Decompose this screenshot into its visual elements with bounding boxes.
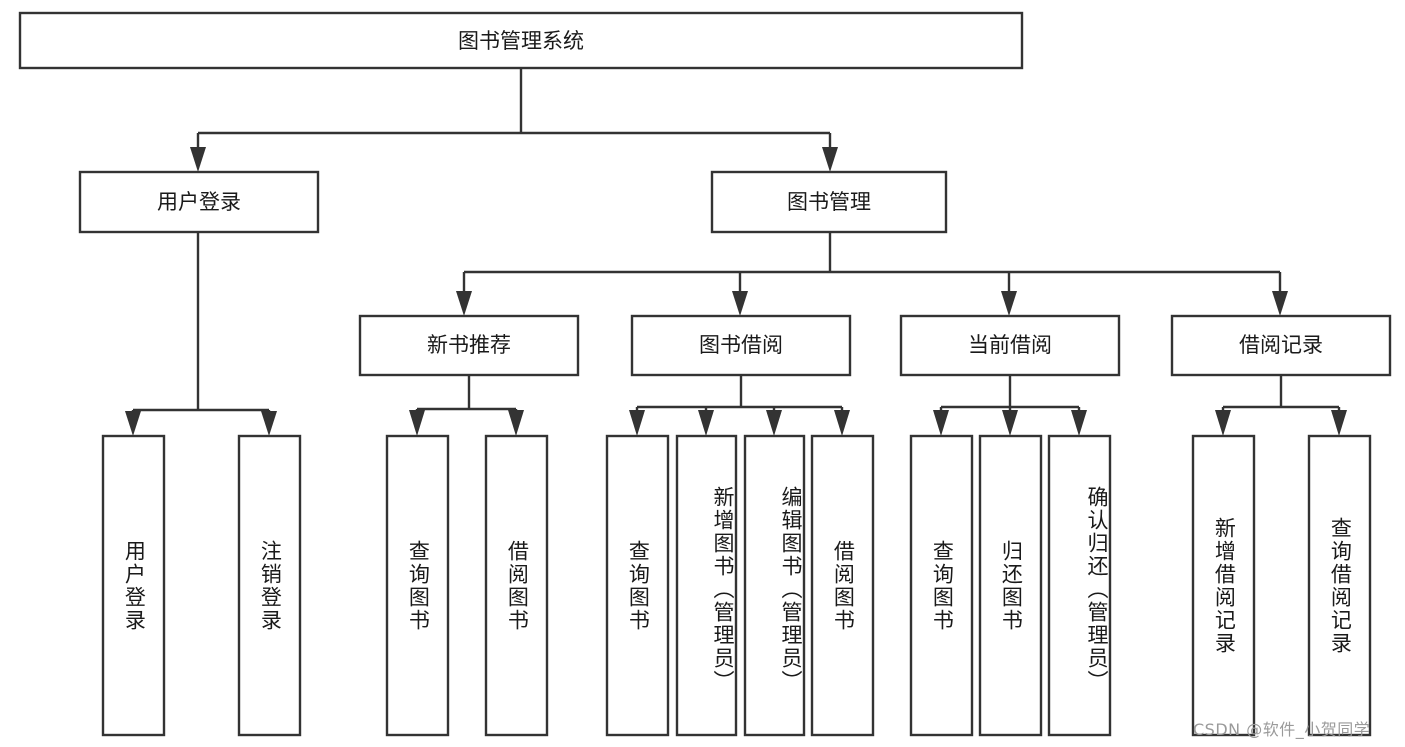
node-root-label: 图书管理系统 xyxy=(458,29,584,53)
node-leaf-borrow-book-1-box[interactable] xyxy=(484,434,549,737)
connector-group-root-to-level1 xyxy=(190,68,838,172)
node-new-book-recommend-label: 新书推荐 xyxy=(427,333,511,357)
node-leaf-edit-book-box[interactable] xyxy=(743,434,806,737)
arrowhead-borrow-record xyxy=(1272,291,1288,316)
arrowhead-leaf-edit-book xyxy=(766,410,782,436)
node-user-login-label: 用户登录 xyxy=(157,190,241,214)
node-leaf-query-book-1-box[interactable] xyxy=(385,434,450,737)
node-leaf-borrow-book-2-box[interactable] xyxy=(810,434,875,737)
connector-group-user-login-to-leaves xyxy=(125,232,277,436)
node-book-borrow[interactable]: 图书借阅 xyxy=(630,314,852,377)
node-book-borrow-label: 图书借阅 xyxy=(699,333,783,357)
node-book-borrow-box[interactable] xyxy=(630,314,852,377)
node-leaf-query-book-2-box[interactable] xyxy=(605,434,670,737)
connector-group-current-borrow-to-leaves xyxy=(933,375,1087,436)
arrowhead-leaf-user-login xyxy=(125,411,141,436)
node-new-book-recommend[interactable]: 新书推荐 xyxy=(358,314,580,377)
connector-group-book-manage-to-level2 xyxy=(456,232,1288,316)
arrowhead-book-manage xyxy=(822,147,838,172)
node-borrow-record[interactable]: 借阅记录 xyxy=(1170,314,1392,377)
node-current-borrow[interactable]: 当前借阅 xyxy=(899,314,1121,377)
node-leaf-user-login-box[interactable] xyxy=(101,434,166,737)
node-new-book-recommend-box[interactable] xyxy=(358,314,580,377)
node-book-manage-label: 图书管理 xyxy=(787,190,871,214)
arrowhead-user-login xyxy=(190,147,206,172)
node-book-manage-box[interactable] xyxy=(710,170,948,234)
node-book-manage[interactable]: 图书管理 xyxy=(710,170,948,234)
node-root-box[interactable] xyxy=(18,11,1024,70)
arrowhead-current-borrow xyxy=(1001,291,1017,316)
arrowhead-book-borrow xyxy=(732,291,748,316)
arrowhead-new-book-recommend xyxy=(456,291,472,316)
csdn-watermark: CSDN @软件_小贺同学 xyxy=(1193,720,1371,739)
arrowhead-leaf-add-book xyxy=(698,410,714,436)
node-root[interactable]: 图书管理系统 xyxy=(18,11,1024,70)
arrowhead-leaf-borrow-book-1 xyxy=(508,410,524,436)
node-user-login[interactable]: 用户登录 xyxy=(78,170,320,234)
arrowhead-leaf-query-book-2 xyxy=(629,410,645,436)
leaf-boxes xyxy=(101,434,1372,737)
node-borrow-record-label: 借阅记录 xyxy=(1239,333,1323,357)
arrowhead-leaf-query-book-3 xyxy=(933,410,949,436)
connector-group-book-borrow-to-leaves xyxy=(629,375,850,436)
arrowhead-leaf-borrow-book-2 xyxy=(834,410,850,436)
node-leaf-add-record-box[interactable] xyxy=(1191,434,1256,737)
node-current-borrow-box[interactable] xyxy=(899,314,1121,377)
node-leaf-query-record-box[interactable] xyxy=(1307,434,1372,737)
node-leaf-user-logout-box[interactable] xyxy=(237,434,302,737)
connector-group-new-book-recommend-to-leaves xyxy=(409,375,524,436)
node-user-login-box[interactable] xyxy=(78,170,320,234)
arrowhead-leaf-user-logout xyxy=(261,411,277,436)
node-leaf-confirm-return-box[interactable] xyxy=(1047,434,1112,737)
arrowhead-leaf-return-book xyxy=(1002,410,1018,436)
node-borrow-record-box[interactable] xyxy=(1170,314,1392,377)
arrowhead-leaf-query-book-1 xyxy=(409,410,425,436)
connector-group-borrow-record-to-leaves xyxy=(1215,375,1347,436)
arrowhead-leaf-query-record xyxy=(1331,410,1347,436)
node-leaf-return-book-box[interactable] xyxy=(978,434,1043,737)
node-current-borrow-label: 当前借阅 xyxy=(968,333,1052,357)
node-leaf-add-book-box[interactable] xyxy=(675,434,738,737)
node-leaf-query-book-3-box[interactable] xyxy=(909,434,974,737)
arrowhead-leaf-add-record xyxy=(1215,410,1231,436)
arrowhead-leaf-confirm-return xyxy=(1071,410,1087,436)
